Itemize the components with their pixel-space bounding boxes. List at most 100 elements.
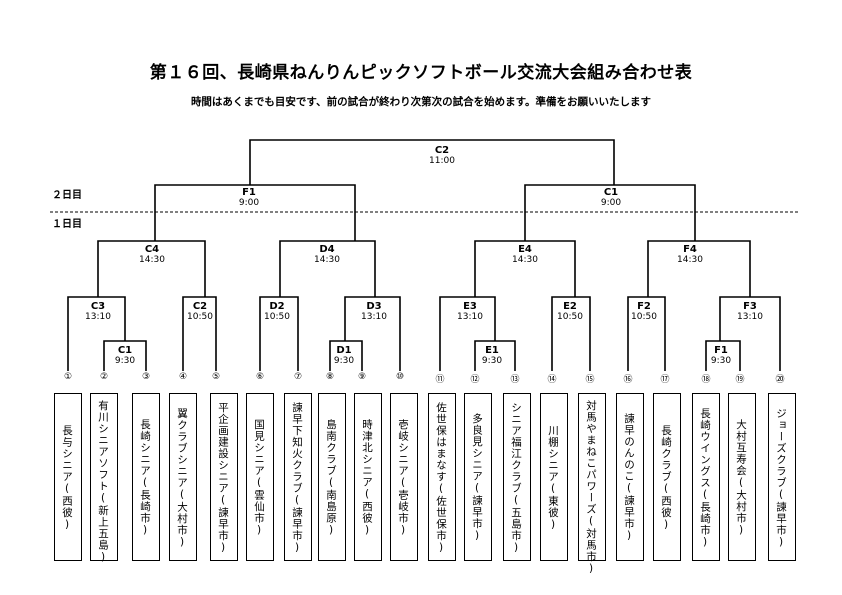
match-f3-code: F3 (743, 301, 757, 312)
match-f2-time: 10:50 (631, 312, 657, 322)
seed-17: ⑰ (660, 375, 670, 385)
match-d1-code: D1 (336, 345, 352, 356)
seed-7: ⑦ (293, 372, 303, 382)
seed-14: ⑭ (547, 375, 557, 385)
team-name-17: 長崎クラブ(西彼) (660, 424, 672, 532)
seed-12: ⑫ (470, 375, 480, 385)
match-c3-time: 13:10 (85, 312, 111, 322)
match-f4-code: F4 (683, 244, 697, 255)
team-name-18: 長崎ウイングス(長崎市) (699, 407, 711, 549)
match-e2-time: 10:50 (557, 312, 583, 322)
team-box-13: シニア福江クラブ(五島市) (503, 393, 531, 561)
seed-15: ⑮ (585, 375, 595, 385)
match-f1b-code: F1 (714, 345, 728, 356)
team-name-9: 時津北シニア(西彼) (361, 419, 373, 537)
team-name-1: 長与シニア(西彼) (61, 424, 73, 532)
match-c3-code: C3 (90, 301, 106, 312)
team-box-14: 川棚シニア(東彼) (540, 393, 568, 561)
match-d4-code: D4 (319, 244, 335, 255)
match-c2b-code: C2 (192, 301, 208, 312)
team-name-6: 国見シニア(雲仙市) (253, 419, 265, 537)
team-box-12: 多良見シニア(諫早市) (464, 393, 492, 561)
seed-11: ⑪ (435, 375, 445, 385)
match-final-time: 11:00 (429, 156, 455, 166)
match-f1-code: F1 (242, 187, 256, 198)
match-final-code: C2 (434, 145, 450, 156)
seed-19: ⑲ (735, 375, 745, 385)
team-box-7: 諫早下知火クラブ(諫早市) (284, 393, 312, 561)
team-name-14: 川棚シニア(東彼) (547, 424, 559, 532)
match-c1-code: C1 (117, 345, 133, 356)
team-box-3: 長崎シニア(長崎市) (132, 393, 160, 561)
team-box-4: 翼クラブシニア(大村市) (169, 393, 197, 561)
match-e4-code: E4 (518, 244, 532, 255)
page-subtitle: 時間はあくまでも目安です、前の試合が終わり次第次の試合を始めます。準備をお願いい… (190, 96, 652, 108)
match-d3-code: D3 (366, 301, 382, 312)
team-name-10: 壱岐シニア(壱岐市) (397, 419, 409, 537)
seed-2: ② (99, 372, 109, 382)
seed-9: ⑨ (357, 372, 367, 382)
day1-label: １日目 (52, 219, 82, 230)
team-name-2: 有川シニアソフト(新上五島) (97, 400, 109, 564)
team-box-20: ジョーズクラブ(諫早市) (768, 393, 796, 561)
match-e3-time: 13:10 (457, 312, 483, 322)
team-box-16: 諫早のんのこ(諫早市) (616, 393, 644, 561)
seed-1: ① (63, 372, 73, 382)
match-f1-time: 9:00 (238, 198, 260, 208)
seed-4: ④ (178, 372, 188, 382)
team-name-16: 諫早のんのこ(諫早市) (623, 413, 635, 543)
team-name-4: 翼クラブシニア(大村市) (176, 407, 188, 549)
match-d2-time: 10:50 (264, 312, 290, 322)
team-name-15: 対馬やまねこパワーズ(対馬市) (585, 400, 597, 576)
match-e2-code: E2 (563, 301, 577, 312)
seed-16: ⑯ (623, 375, 633, 385)
team-box-19: 大村互寿会(大村市) (728, 393, 756, 561)
team-box-10: 壱岐シニア(壱岐市) (390, 393, 418, 561)
match-f1b-time: 9:30 (710, 356, 732, 366)
team-box-9: 時津北シニア(西彼) (354, 393, 382, 561)
team-name-13: シニア福江クラブ(五島市) (510, 401, 522, 555)
seed-3: ③ (141, 372, 151, 382)
match-d1-time: 9:30 (333, 356, 355, 366)
team-name-5: 平企画建設シニア(諫早市) (217, 401, 229, 555)
team-box-8: 島南クラブ(南島原) (318, 393, 346, 561)
seed-18: ⑱ (701, 375, 711, 385)
seed-8: ⑧ (325, 372, 335, 382)
team-name-19: 大村互寿会(大村市) (735, 419, 747, 537)
seed-20: ⑳ (775, 375, 785, 385)
team-name-8: 島南クラブ(南島原) (325, 419, 337, 537)
team-name-7: 諫早下知火クラブ(諫早市) (291, 401, 303, 555)
team-name-11: 佐世保はまなす(佐世保市) (435, 401, 447, 555)
team-name-20: ジョーズクラブ(諫早市) (775, 407, 787, 549)
match-e3-code: E3 (463, 301, 477, 312)
match-e1-time: 9:30 (481, 356, 503, 366)
match-c1top-time: 9:00 (600, 198, 622, 208)
match-c2b-time: 10:50 (187, 312, 213, 322)
match-c4-code: C4 (144, 244, 160, 255)
team-box-15: 対馬やまねこパワーズ(対馬市) (578, 393, 606, 576)
match-e4-time: 14:30 (512, 255, 538, 265)
team-box-1: 長与シニア(西彼) (54, 393, 82, 561)
team-box-5: 平企画建設シニア(諫早市) (210, 393, 238, 561)
team-box-6: 国見シニア(雲仙市) (246, 393, 274, 561)
page-title: 第１６回、長崎県ねんりんピックソフトボール交流大会組み合わせ表 (149, 63, 693, 83)
match-d4-time: 14:30 (314, 255, 340, 265)
match-c4-time: 14:30 (139, 255, 165, 265)
seed-6: ⑥ (255, 372, 265, 382)
match-f3-time: 13:10 (737, 312, 763, 322)
team-box-2: 有川シニアソフト(新上五島) (90, 393, 118, 564)
seed-13: ⑬ (510, 375, 520, 385)
match-c1top-code: C1 (603, 187, 619, 198)
match-d2-code: D2 (269, 301, 285, 312)
match-d3-time: 13:10 (361, 312, 387, 322)
team-box-17: 長崎クラブ(西彼) (653, 393, 681, 561)
match-f4-time: 14:30 (677, 255, 703, 265)
team-box-11: 佐世保はまなす(佐世保市) (428, 393, 456, 561)
match-e1-code: E1 (485, 345, 499, 356)
team-name-12: 多良見シニア(諫早市) (471, 413, 483, 543)
day2-label: ２日目 (52, 190, 82, 201)
team-name-3: 長崎シニア(長崎市) (139, 419, 151, 537)
match-f2-code: F2 (637, 301, 651, 312)
seed-10: ⑩ (395, 372, 405, 382)
